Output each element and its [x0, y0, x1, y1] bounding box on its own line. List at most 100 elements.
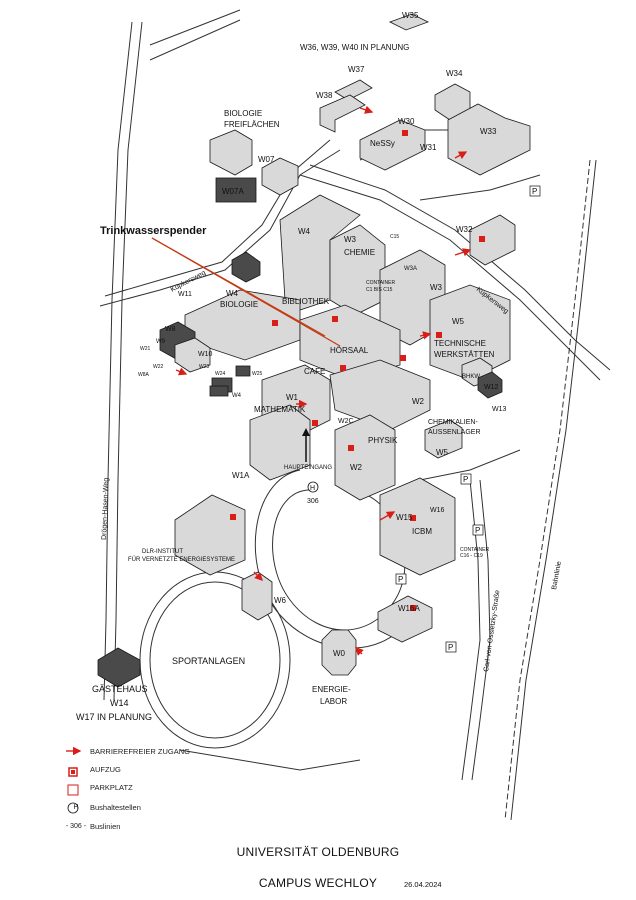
legend-parking-label: PARKPLATZ	[90, 783, 133, 792]
label-w10: W10	[198, 351, 213, 358]
svg-text:P: P	[475, 526, 480, 535]
label-bhkw: BHKW	[462, 374, 480, 380]
label-w22: W22	[153, 364, 164, 370]
label-w16: W16	[430, 507, 445, 514]
legend-symbols	[66, 746, 82, 814]
label-w2b: W2	[350, 463, 363, 472]
bus-line-label: 306	[307, 498, 319, 505]
label-container-2: C1 BIS C15	[366, 287, 393, 293]
building-w11	[231, 251, 261, 283]
legend-access-label: BARRIEREFREIER ZUGANG	[90, 747, 191, 756]
callout-line-2	[151, 237, 326, 337]
building-w16a	[377, 595, 433, 643]
building-w6	[241, 571, 273, 621]
label-w25: W25	[252, 371, 263, 377]
legend-row-bus-line: - 306 - Buslinien	[62, 817, 322, 835]
legend-row-parking: PARKPLATZ	[62, 778, 322, 797]
label-w2: W2	[412, 397, 425, 406]
building-w15-icbm	[379, 477, 456, 576]
label-w33: W33	[480, 127, 497, 136]
label-physik: PHYSIK	[368, 436, 398, 445]
legend-row-bus-stop: H Bushaltestellen	[62, 797, 322, 817]
label-w24: W24	[215, 371, 226, 377]
label-w30: W30	[398, 117, 415, 126]
label-w2c: W2C	[338, 418, 354, 425]
label-planning-north: W36, W39, W40 IN PLANUNG	[300, 43, 409, 52]
footer-title: UNIVERSITÄT OLDENBURG	[236, 845, 400, 859]
label-w8a: W8A	[138, 372, 150, 378]
street-ossietzky: Carl-von-Ossietzky-Straße	[483, 590, 501, 673]
svg-text:P: P	[398, 575, 403, 584]
svg-text:P: P	[448, 643, 453, 652]
building-chemlager	[424, 419, 463, 459]
label-w34: W34	[446, 69, 463, 78]
label-w38: W38	[316, 91, 333, 100]
label-w14: W14	[110, 698, 129, 708]
building-dlr	[174, 494, 246, 576]
label-w16a: W16A	[398, 604, 420, 613]
label-w15: W15	[396, 513, 413, 522]
building-w38	[319, 94, 366, 133]
label-nessy: NeSSy	[370, 139, 395, 148]
bus-stop-marker: H	[307, 481, 319, 493]
callout-label: Trinkwasserspender	[100, 225, 207, 237]
footer-date: 26.04.2024	[404, 880, 442, 889]
building-w2-physik	[329, 359, 431, 431]
label-horsaal: HÖRSAAL	[330, 346, 369, 355]
label-w35: W35	[402, 11, 419, 20]
label-w13: W13	[492, 406, 507, 413]
building-w5	[429, 284, 511, 381]
access-markers	[175, 105, 472, 656]
label-chemlager-1: CHEMIKALIEN-	[428, 419, 478, 426]
svg-text:P: P	[463, 475, 468, 484]
legend-bus-stop-label: Bushaltestellen	[90, 802, 141, 812]
label-techn-1: TECHNISCHE	[434, 339, 486, 348]
legend-row-access: BARRIEREFREIER ZUGANG	[62, 742, 322, 761]
label-container-south: CONTAINER	[460, 547, 489, 553]
street-bahnlinie: Bahnlinie	[551, 561, 563, 591]
label-w8: W8	[165, 326, 176, 333]
legend-row-elevator: AUFZUG	[62, 761, 322, 778]
label-dlr-1: DLR-INSTITUT	[142, 549, 183, 555]
label-bibliothek: BIBLIOTHEK	[282, 297, 330, 306]
label-w3b: W3	[430, 283, 443, 292]
label-chemie: CHEMIE	[344, 248, 375, 257]
bus-stop-glyph: H	[310, 485, 315, 492]
building-w14	[97, 647, 141, 688]
building-bio-freiflaechen	[209, 129, 253, 176]
label-w07a: W07A	[222, 187, 244, 196]
building-w07a	[215, 177, 257, 203]
label-w4: W4	[298, 227, 311, 236]
label-energie-2: LABOR	[320, 697, 347, 706]
building-w10	[174, 337, 211, 373]
label-dlr-2: FÜR VERNETZTE ENERGIESYSTEME	[128, 556, 235, 563]
label-w21: W21	[140, 346, 151, 352]
svg-text:P: P	[532, 187, 537, 196]
label-icbm: ICBM	[412, 527, 432, 536]
label-energie-1: ENERGIE-	[312, 685, 351, 694]
building-w32	[469, 214, 516, 266]
label-biologie-freiflaechen-2: FREIFLÄCHEN	[224, 120, 280, 129]
label-cafe: CAFE	[304, 367, 325, 376]
building-w35	[388, 13, 430, 31]
label-biologie: BIOLOGIE	[220, 300, 258, 309]
legend-bus-line-label: Buslinien	[90, 821, 121, 831]
building-w25	[235, 365, 251, 377]
label-mathematik: MATHEMATIK	[254, 405, 306, 414]
label-w5: W5	[452, 317, 465, 326]
label-haupteingang: HAUPTEINGANG	[284, 465, 332, 471]
building-labels: W35 W36, W39, W40 IN PLANUNG W37 W38 W34…	[76, 11, 507, 722]
building-w30	[359, 119, 426, 171]
buildings	[97, 13, 531, 688]
label-w23: W23	[199, 364, 210, 370]
label-w3: W3	[344, 235, 357, 244]
legend: BARRIEREFREIER ZUGANG AUFZUG PARKPLATZ H…	[62, 742, 322, 835]
label-w9: W9	[156, 339, 166, 345]
bus-line-icon: - 306 -	[65, 822, 87, 830]
label-techn-2: WERKSTÄTTEN	[434, 350, 495, 359]
label-w1a: W1A	[232, 471, 250, 480]
building-w1a	[249, 404, 311, 481]
label-w3a: W3A	[404, 266, 417, 272]
building-w12	[477, 371, 503, 399]
